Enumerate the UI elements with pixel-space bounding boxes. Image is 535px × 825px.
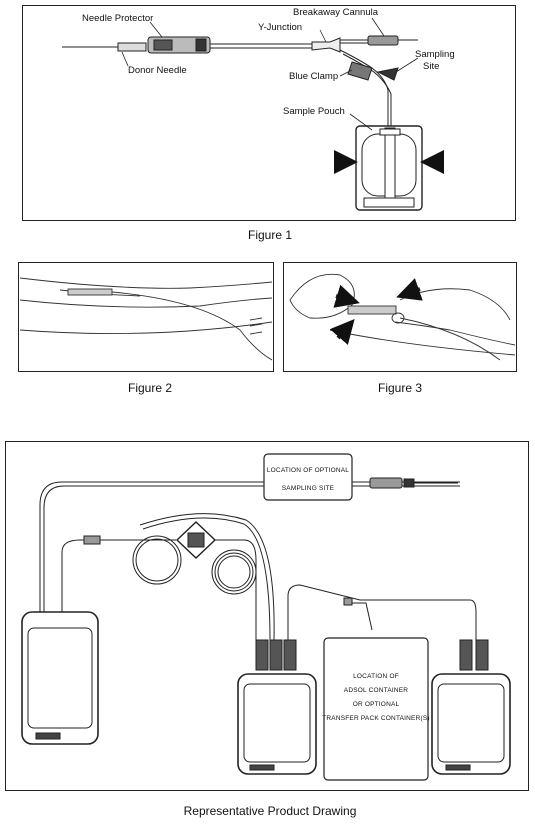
- tubing-coil-left: [132, 535, 182, 585]
- optional-sampling-site-box: [263, 453, 353, 501]
- sample-pouch: [334, 125, 444, 211]
- breakaway-cannula: [367, 35, 418, 46]
- blue-clamp: [347, 61, 373, 81]
- figure-1-frame: [22, 5, 516, 221]
- needle-assembly: [369, 477, 458, 489]
- filter-unit: [175, 521, 217, 559]
- blood-bag-right: [431, 639, 511, 775]
- container-label-line3: OR OPTIONAL: [353, 701, 400, 708]
- needle-protector-label: Needle Protector: [82, 13, 153, 24]
- figure-2-frame: [18, 262, 274, 372]
- container-location-box: [323, 637, 429, 781]
- product-drawing-illustration: [21, 453, 511, 781]
- y-junction-label: Y-Junction: [258, 22, 302, 33]
- sample-pouch-label: Sample Pouch: [283, 106, 345, 117]
- figure-2-caption: Figure 2: [127, 381, 173, 395]
- sampling-site-label-line2: Site: [423, 61, 439, 72]
- blood-bag-left: [21, 611, 99, 745]
- optional-site-line2: SAMPLING SITE: [282, 485, 335, 492]
- container-label-line1: LOCATION OF: [353, 673, 399, 680]
- sampling-site-label-line1: Sampling: [415, 49, 455, 60]
- y-junction: [311, 37, 341, 53]
- sampling-site: [376, 67, 399, 81]
- needle-protector: [147, 36, 211, 54]
- figure-3-hands-illustration: [289, 273, 516, 361]
- figure-3-caption: Figure 3: [377, 381, 423, 395]
- figure-1-caption: Figure 1: [247, 228, 293, 242]
- figure-1-drawing: [62, 17, 444, 211]
- container-label-line4: TRANSFER PACK CONTAINER(S): [322, 715, 430, 722]
- breakaway-cannula-label: Breakaway Cannula: [293, 7, 379, 18]
- donor-needle: [62, 42, 147, 52]
- blue-clamp-label: Blue Clamp: [289, 71, 338, 82]
- donor-needle-label: Donor Needle: [128, 65, 187, 76]
- figure-2-arm-illustration: [19, 277, 273, 361]
- container-label-line2: ADSOL CONTAINER: [344, 687, 409, 694]
- blood-bag-middle: [237, 639, 317, 775]
- product-drawing-caption: Representative Product Drawing: [183, 804, 357, 818]
- optional-site-line1: LOCATION OF OPTIONAL: [267, 467, 349, 474]
- tubing-coil-right: [211, 549, 257, 595]
